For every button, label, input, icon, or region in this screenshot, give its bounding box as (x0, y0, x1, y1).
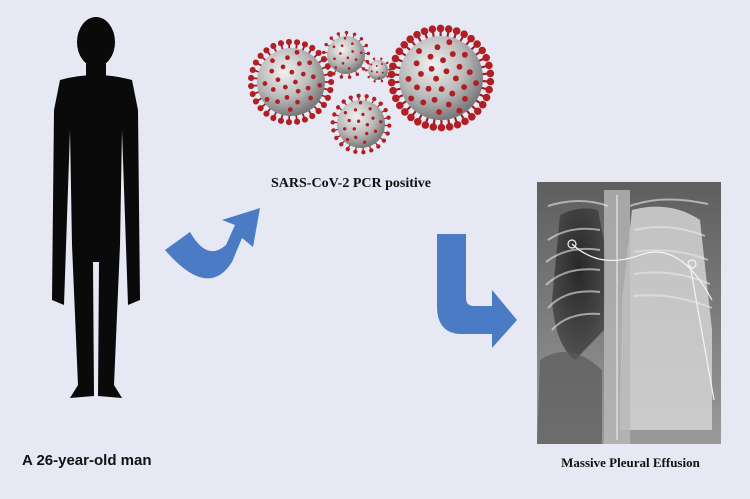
arrow-to-pcr-icon (165, 208, 260, 279)
patient-caption: A 26-year-old man (22, 452, 152, 469)
chest-xray-image (537, 182, 721, 444)
virus-particle (322, 30, 371, 79)
coronavirus-icon (248, 24, 495, 155)
pcr-caption: SARS-CoV-2 PCR positive (271, 176, 431, 191)
virus-particle (387, 24, 495, 132)
effusion-caption: Massive Pleural Effusion (561, 455, 700, 470)
virus-particle (330, 93, 392, 155)
arrow-to-xray-icon (437, 234, 517, 348)
person-silhouette-icon (52, 17, 140, 398)
virus-particle (365, 57, 391, 83)
virus-particle (248, 38, 335, 126)
